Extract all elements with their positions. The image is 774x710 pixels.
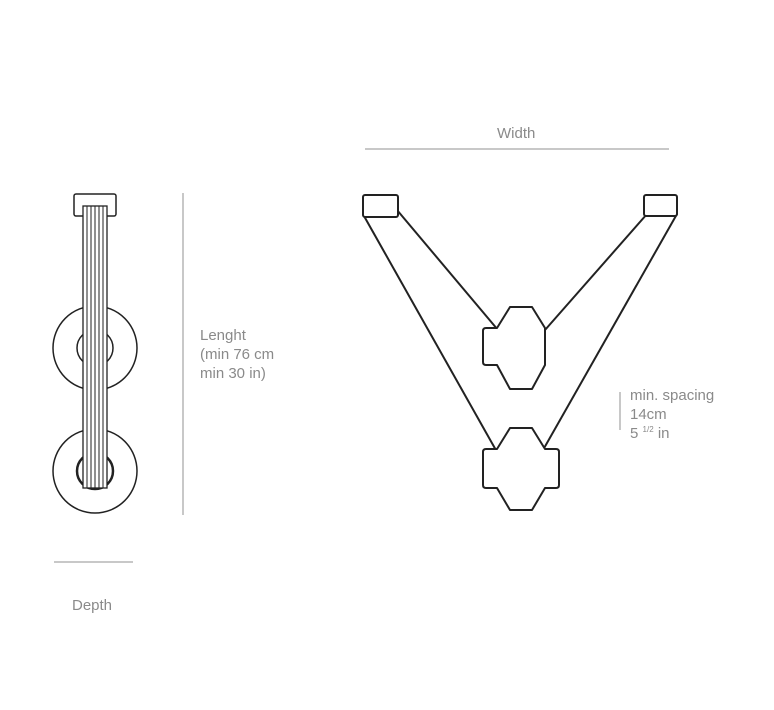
right-cable-inner [544, 213, 648, 331]
length-label-line-3: min 30 in) [200, 365, 266, 382]
right-cable-outer [542, 213, 678, 451]
upper-cross-light [482, 306, 546, 390]
spacing-inch-fraction: 1/2 [642, 425, 654, 434]
length-label-line-2: (min 76 cm [200, 346, 275, 363]
depth-label: Depth [72, 597, 113, 614]
lower-cross-light [482, 427, 560, 511]
spacing-label-line-2: 14cm [630, 406, 667, 423]
spacing-label-line-1: min. spacing [630, 387, 715, 404]
left-cable-inner [396, 209, 499, 331]
spacing-label-line-3: 5 1/2 in [630, 424, 670, 443]
length-label-line-1: Lenght [200, 327, 246, 344]
front-right-ceiling-mount [643, 194, 678, 217]
front-left-ceiling-mount [362, 194, 399, 218]
spacing-inch-whole: 5 [630, 425, 639, 442]
spacing-inch-unit: in [657, 425, 670, 442]
width-label: Width [497, 125, 536, 142]
left-cable-outer [363, 215, 498, 453]
side-view [52, 193, 138, 514]
front-view [362, 194, 678, 511]
